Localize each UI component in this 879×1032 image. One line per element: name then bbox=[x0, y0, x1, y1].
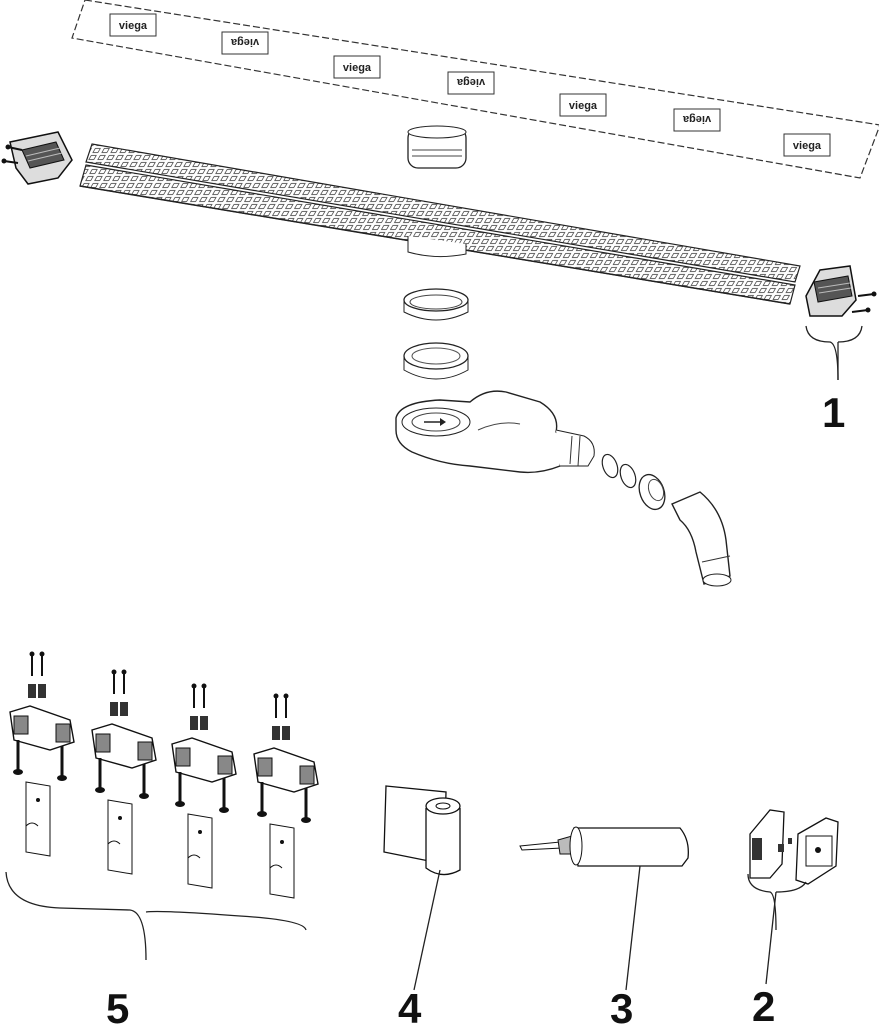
viega-logo: viega bbox=[333, 55, 381, 79]
svg-text:viega: viega bbox=[230, 36, 259, 48]
callout-number-3: 3 bbox=[610, 985, 634, 1032]
svg-text:viega: viega bbox=[569, 100, 598, 112]
washer bbox=[619, 463, 637, 489]
callout-number-1: 1 bbox=[822, 389, 846, 436]
mounting-kit bbox=[9, 651, 319, 899]
screw-icon bbox=[5, 144, 23, 151]
seal-ring-round bbox=[403, 342, 469, 380]
callout-number-5: 5 bbox=[106, 985, 130, 1032]
svg-text:viega: viega bbox=[456, 76, 485, 88]
end-cap-right bbox=[805, 265, 877, 317]
washer bbox=[601, 453, 619, 479]
viega-logo: viega bbox=[109, 13, 157, 37]
viega-logo: viega bbox=[447, 71, 495, 95]
elbow-pipe bbox=[671, 491, 732, 587]
union-nut bbox=[638, 473, 666, 511]
svg-text:viega: viega bbox=[682, 113, 711, 125]
callout-number-4: 4 bbox=[398, 985, 422, 1032]
callout-bracket-5 bbox=[5, 871, 307, 961]
screw-icon bbox=[857, 291, 877, 297]
viega-logo: viega bbox=[221, 31, 269, 55]
screw-icon bbox=[851, 307, 871, 313]
sealant-cartridge bbox=[519, 826, 689, 991]
mounting-foot bbox=[253, 693, 319, 899]
mounting-foot bbox=[91, 669, 157, 875]
screw-icon bbox=[29, 651, 45, 676]
end-cap-left bbox=[1, 131, 73, 185]
arrow-icon bbox=[424, 418, 446, 426]
sealing-tape-roll bbox=[383, 785, 461, 991]
callout-number-2: 2 bbox=[752, 983, 776, 1030]
shower-channel-grate bbox=[79, 143, 801, 305]
svg-text:viega: viega bbox=[793, 140, 822, 152]
end-piece-set bbox=[747, 809, 839, 985]
viega-logo: viega bbox=[673, 108, 721, 132]
screw-icon bbox=[111, 669, 127, 694]
drain-outlet-body bbox=[395, 390, 595, 474]
svg-text:viega: viega bbox=[119, 20, 148, 32]
outlet-insert bbox=[407, 125, 467, 169]
callout-bracket-1 bbox=[805, 325, 863, 381]
viega-logo: viega bbox=[783, 133, 831, 157]
screw-icon bbox=[273, 693, 289, 718]
seal-ring-oval bbox=[403, 288, 469, 321]
mounting-foot bbox=[9, 651, 75, 857]
viega-logo: viega bbox=[559, 93, 607, 117]
screw-icon bbox=[1, 158, 19, 164]
protective-film-cover: viega viega viega viega viega viega vieg… bbox=[71, 0, 879, 179]
svg-text:viega: viega bbox=[343, 62, 372, 74]
screw-icon bbox=[191, 683, 207, 708]
mounting-foot bbox=[171, 683, 237, 889]
